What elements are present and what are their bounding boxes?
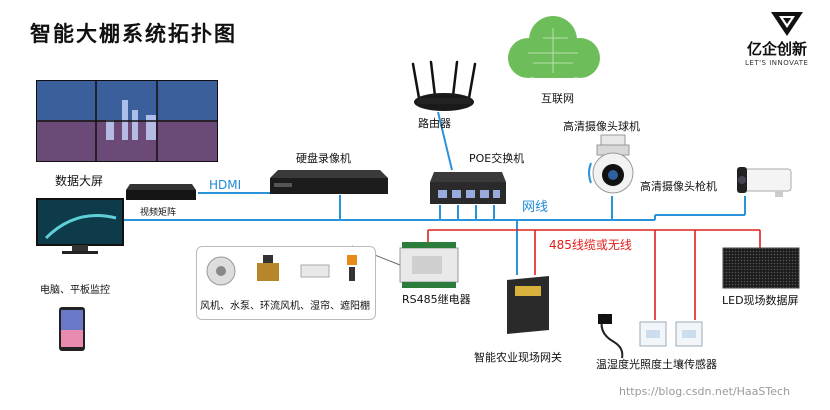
monitor-icon <box>36 198 124 254</box>
router-icon <box>411 60 477 111</box>
brand-logo: 亿企创新 LET'S INNOVATE <box>745 10 815 67</box>
pc-tablet-label: 电脑、平板监控 <box>40 285 110 296</box>
actuators-label: 风机、水泵、环流风机、湿帘、遮阳棚 <box>200 301 370 312</box>
nvr-icon <box>270 170 388 194</box>
brand-slogan: LET'S INNOVATE <box>745 59 809 67</box>
big-screen-label: 数据大屏 <box>55 174 104 188</box>
tablet-icon <box>59 307 85 351</box>
bullet-camera-label: 高清摄像头枪机 <box>640 180 717 193</box>
sensors-icon <box>598 313 703 359</box>
poe-switch-label: POE交换机 <box>469 152 525 165</box>
gateway-icon <box>507 276 549 334</box>
led-screen-label: LED现场数据屏 <box>722 294 799 307</box>
hdmi-link-label: HDMI <box>209 178 242 192</box>
poe-switch-icon <box>430 172 506 204</box>
actuators-group <box>196 246 376 320</box>
page-title: 智能大棚系统拓扑图 <box>30 22 237 46</box>
router-to-switch-line <box>437 111 453 171</box>
video-matrix-icon <box>126 184 196 200</box>
video-wall-icon <box>36 80 218 162</box>
gateway-label: 智能农业现场网关 <box>474 351 562 364</box>
rs485-link-label: 485线缆或无线 <box>549 238 632 252</box>
watermark: https://blog.csdn.net/HaaSTech <box>619 385 791 398</box>
brand-name: 亿企创新 <box>747 40 808 58</box>
cloud-icon <box>508 16 600 78</box>
sensors-label: 温湿度光照度土壤传感器 <box>596 358 717 371</box>
internet-label: 互联网 <box>541 92 574 105</box>
nvr-label: 硬盘录像机 <box>296 152 351 165</box>
dome-camera-icon <box>588 134 634 194</box>
relay-icon <box>399 242 459 288</box>
actuators-icon <box>206 255 357 286</box>
dome-camera-label: 高清摄像头球机 <box>563 120 640 133</box>
logo-icon <box>771 12 803 36</box>
network-link-label: 网线 <box>522 200 549 215</box>
led-screen-icon <box>722 247 800 289</box>
bullet-camera-icon <box>737 167 792 197</box>
router-label: 路由器 <box>418 117 451 130</box>
relay-label: RS485继电器 <box>402 293 471 306</box>
video-matrix-label: 视频矩阵 <box>140 208 177 218</box>
